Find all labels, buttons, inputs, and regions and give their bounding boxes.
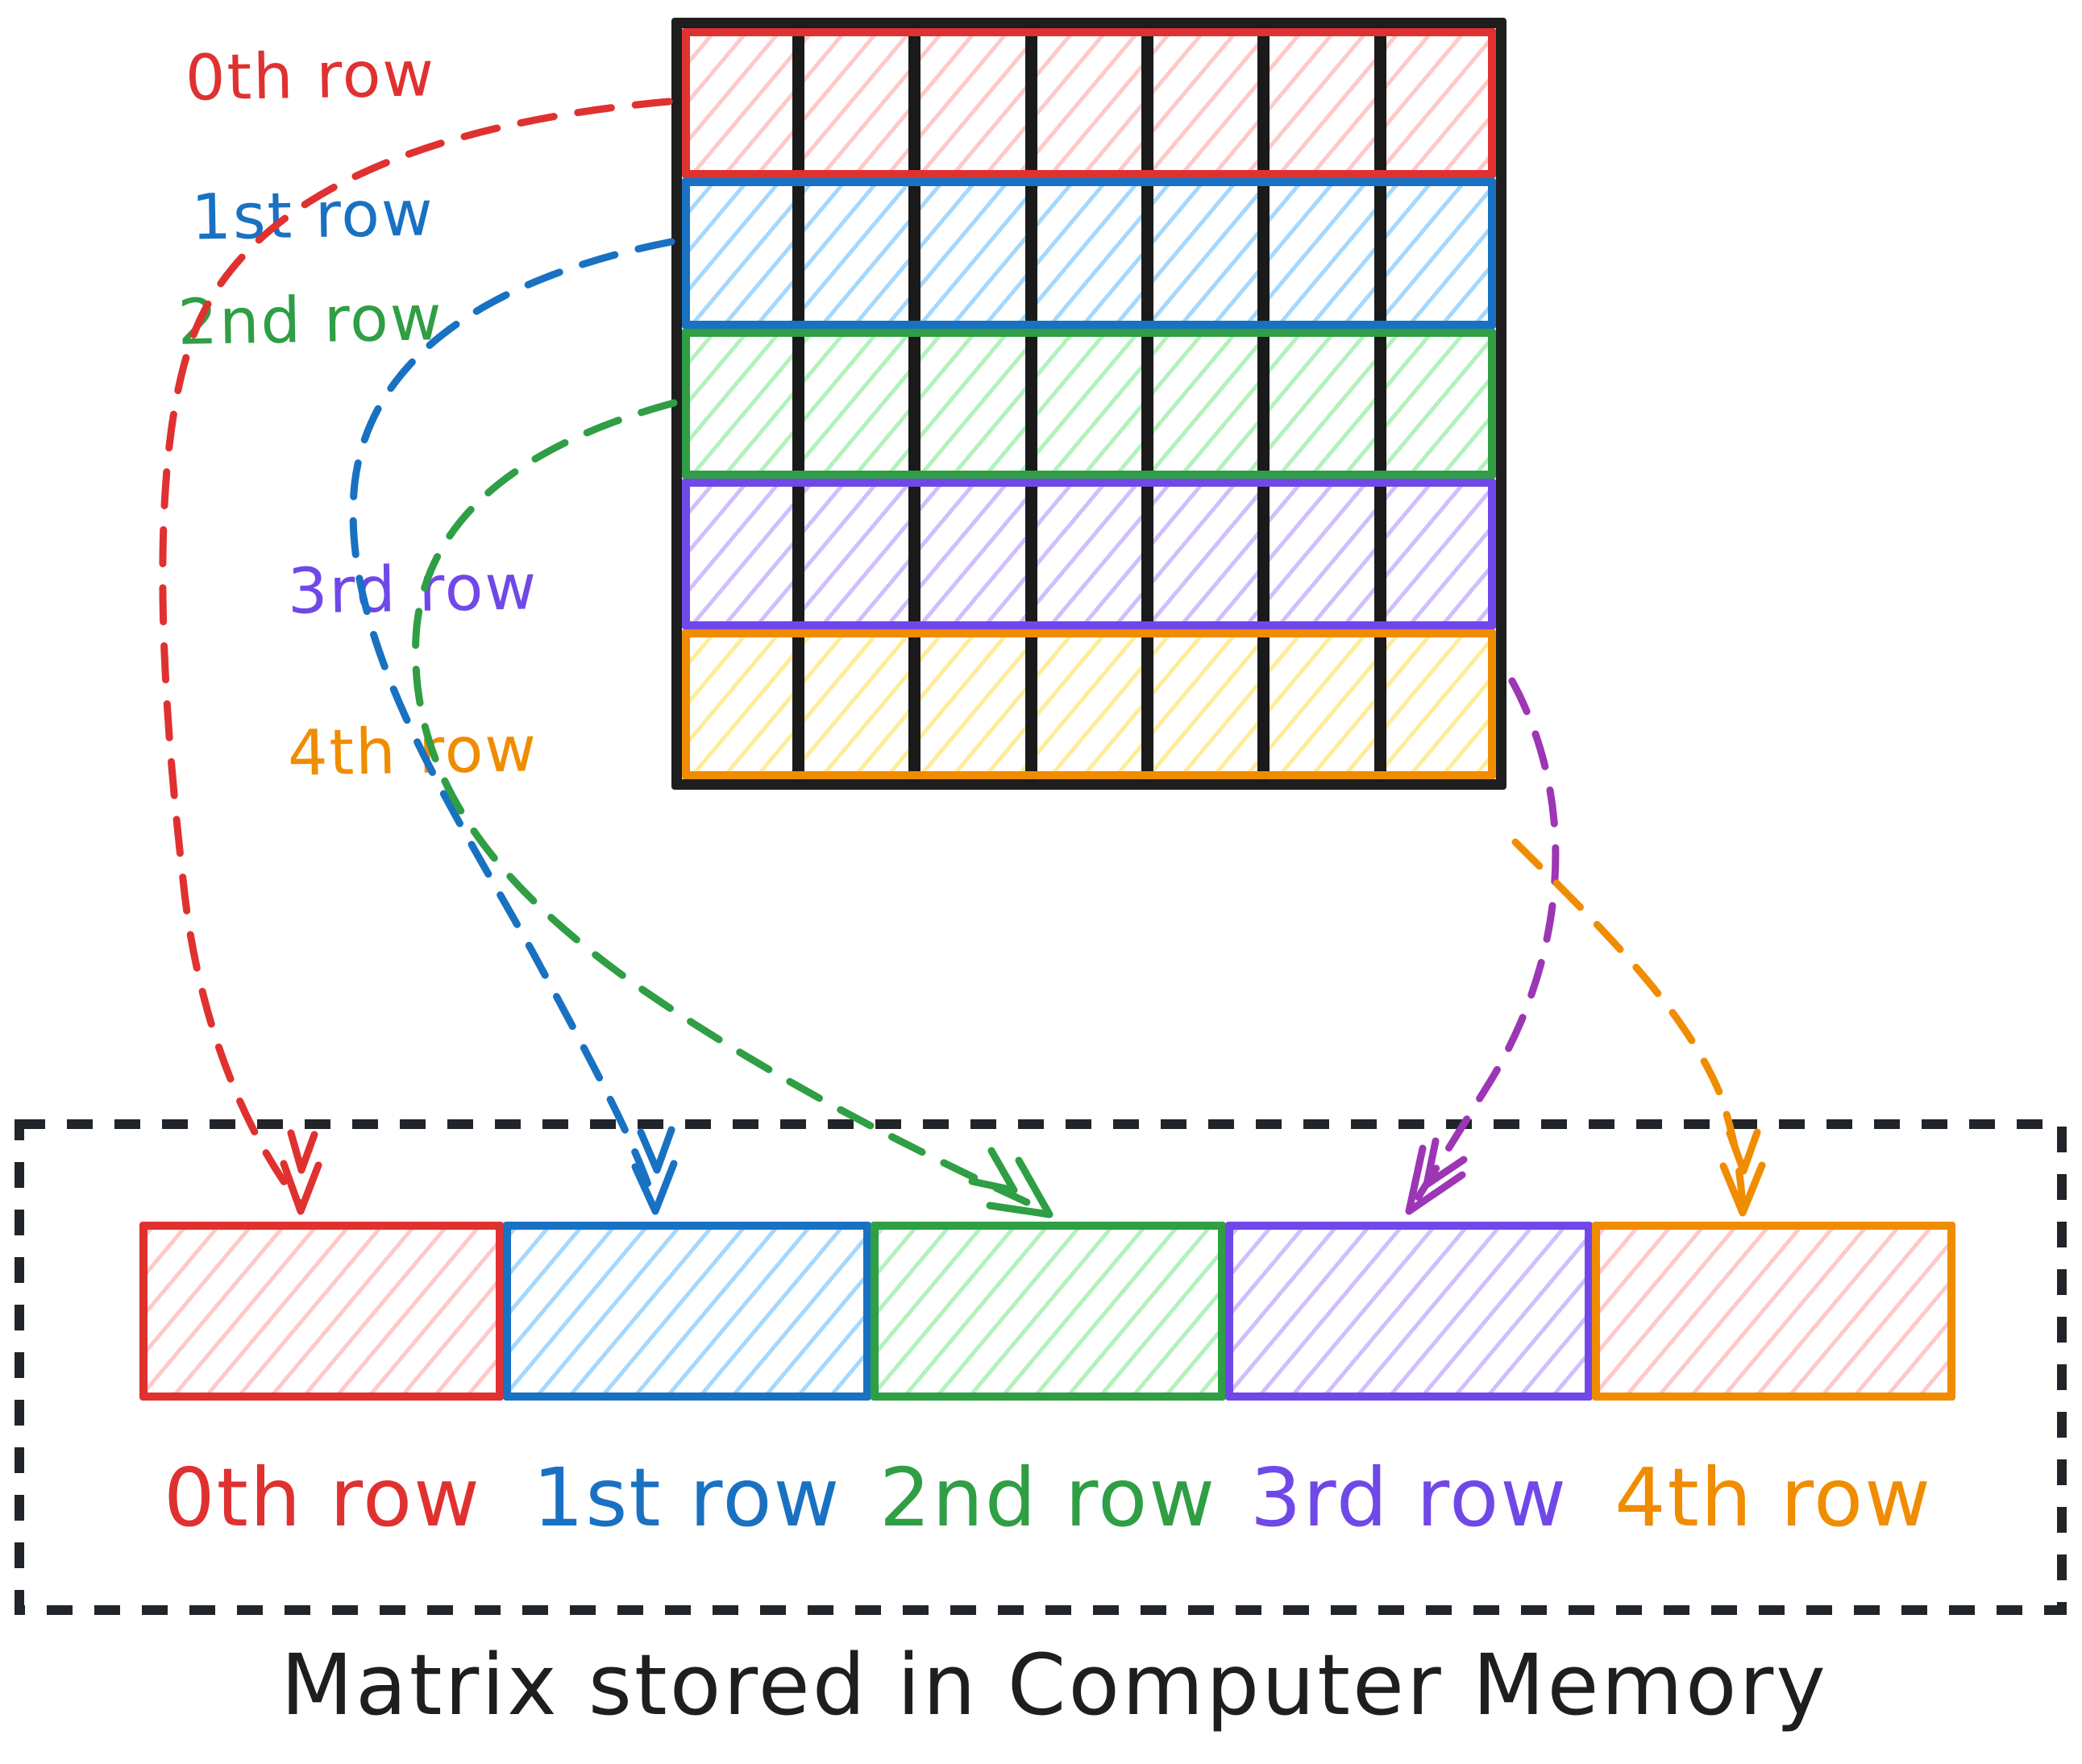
matrix-row-4-fill: [682, 629, 1496, 779]
memory-block-row0: [139, 1222, 504, 1401]
matrix-row-4-border: [682, 629, 1496, 779]
memory-block-label-4: 4th row: [1614, 1451, 1932, 1545]
matrix-column-divider-6: [1374, 25, 1386, 782]
arrow-row2-curve: [412, 399, 1049, 1214]
memory-block-label-2: 2nd row: [879, 1451, 1217, 1545]
diagram-caption: Matrix stored in Computer Memory: [281, 1636, 1828, 1734]
matrix-column-divider-5: [1257, 25, 1270, 782]
matrix-row-1-border: [682, 178, 1496, 329]
memory-block-row3: [1225, 1222, 1593, 1401]
arrow-row4-head-inner: [1726, 1128, 1761, 1175]
matrix-column-divider-3: [1025, 25, 1037, 782]
matrix-column-divider-1: [792, 25, 804, 782]
matrix-row-2-fill: [682, 328, 1496, 479]
memory-region-dashed-border: [15, 1119, 2067, 1615]
matrix-row-3-border: [682, 479, 1496, 629]
memory-block-label-1: 1st row: [532, 1451, 842, 1545]
matrix-row-1-fill: [682, 178, 1496, 329]
memory-block-row1: [503, 1222, 871, 1401]
arrow-row0-head: [280, 1160, 322, 1215]
arrow-row3-curve: [1408, 677, 1560, 1211]
arrow-row2-head-inner: [968, 1147, 1018, 1194]
arrow-row0-curve: [159, 98, 673, 1208]
arrow-row1-head-inner: [637, 1126, 675, 1174]
arrow-row1-head: [631, 1160, 678, 1215]
matrix-row-0-border: [682, 28, 1496, 179]
arrow-row3-head-inner: [1423, 1137, 1468, 1189]
memory-block-label-3: 3rd row: [1249, 1451, 1569, 1545]
arrow-row1-curve: [349, 238, 675, 1208]
arrow-row4-curve: [1511, 838, 1747, 1211]
matrix-column-divider-4: [1141, 25, 1153, 782]
memory-block-label-0: 0th row: [164, 1451, 481, 1545]
arrow-row0-head-inner: [287, 1129, 318, 1174]
memory-block-row4: [1592, 1222, 1955, 1401]
arrow-row4-head: [1719, 1161, 1766, 1217]
arrow-row3-head: [1405, 1144, 1466, 1215]
matrix-grid-inner: [682, 25, 1496, 782]
memory-block-row2: [871, 1222, 1226, 1401]
matrix-row-2-border: [682, 328, 1496, 479]
matrix-column-divider-2: [908, 25, 920, 782]
matrix-row-0-fill: [682, 28, 1496, 179]
matrix-grid: [671, 18, 1506, 790]
matrix-row-3-fill: [682, 479, 1496, 629]
arrow-row2-head: [986, 1156, 1053, 1218]
